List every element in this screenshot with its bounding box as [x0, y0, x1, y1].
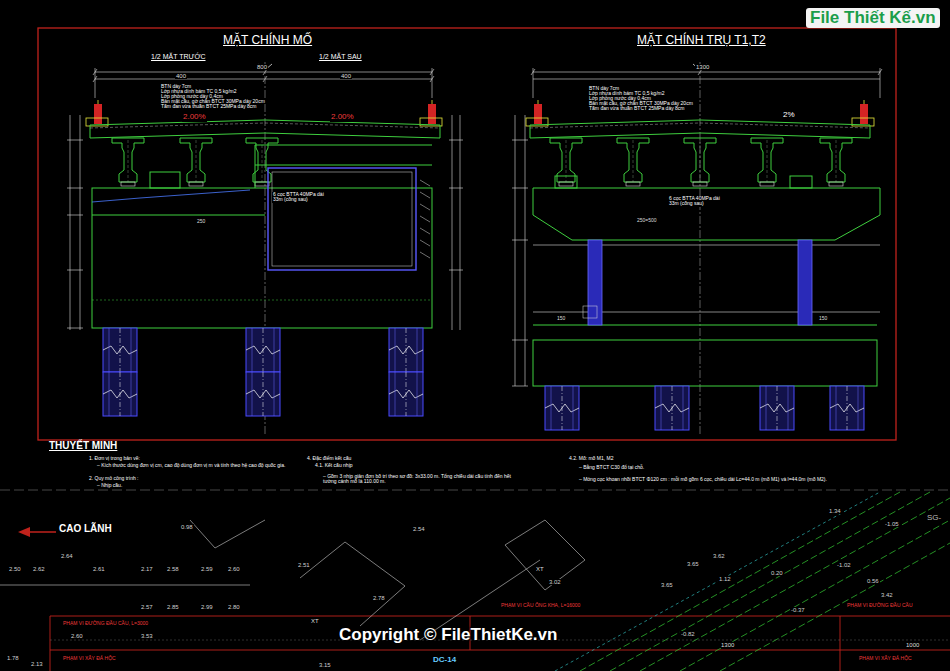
- dimension: 400: [340, 73, 352, 79]
- elevation: -0.37: [790, 607, 806, 613]
- note-text: – Gồm 3 nhịp giản đơn bố trí theo sơ đồ:…: [322, 474, 524, 485]
- elevation: 2.57: [140, 604, 154, 610]
- elevation: 2.80: [227, 604, 241, 610]
- note-text: – Móng cọc khoan nhồi BTCT Φ120 cm : mỗi…: [578, 477, 828, 482]
- map-tag: DC-14: [432, 656, 457, 665]
- note-text: 4.2. Mố: mố M1, M2: [568, 456, 614, 461]
- range-label: PHẠM VI ĐƯỜNG ĐẦU CẦU: [846, 603, 914, 608]
- elevation: 2.59: [200, 566, 214, 572]
- logo: File Thiết Kế.vn: [806, 8, 940, 28]
- layer-note: Tấm đan vừa thuần BTCT 25MPa dày 8cm: [588, 106, 686, 111]
- slope: 2.00%: [330, 113, 355, 122]
- dimension: 250=500: [636, 218, 658, 223]
- range-label: PHẠM VI XÂY ĐÁ HỘC: [62, 656, 117, 661]
- elevation: 2.78: [372, 595, 386, 601]
- elevation: 3.65: [686, 561, 700, 567]
- layer-note: Tấm đan vừa thuần BTCT 25MPa dày 8cm: [160, 104, 258, 109]
- dimension: 1300: [695, 64, 710, 70]
- elevation: 2.62: [32, 566, 46, 572]
- dimension: 800: [256, 64, 268, 70]
- range-label: PHẠM VI ĐƯỜNG ĐẦU CẦU, L=3000: [62, 621, 149, 626]
- elevation: 0.56: [866, 578, 880, 584]
- elevation: 2.51: [297, 562, 311, 568]
- map-tag: XT: [535, 566, 545, 572]
- elevation: 3.15: [318, 662, 332, 668]
- station: 1300: [720, 642, 735, 648]
- elevation: 3.02: [548, 579, 562, 585]
- elevation: 2.54: [412, 526, 426, 532]
- elevation: 3.62: [712, 553, 726, 559]
- note-text: 1. Đơn vị trong bản vẽ:: [88, 456, 141, 461]
- note-text: – Kích thước dùng đơn vị cm, cao độ dùng…: [96, 463, 293, 468]
- elevation: 2.61: [92, 566, 106, 572]
- view-title: MẶT CHÍNH MỐ: [222, 34, 313, 47]
- note-text: 4. Đặc điểm kết cấu: [306, 456, 352, 461]
- note-text: – Bằng BTCT C30 đổ tại chỗ.: [578, 465, 645, 470]
- elevation: -0.82: [680, 631, 696, 637]
- elevation: 0.98: [180, 524, 194, 530]
- dimension: 150: [556, 316, 566, 321]
- map-tag: XT: [310, 618, 320, 624]
- elevation: 2.60: [70, 633, 84, 639]
- elevation: 1.34: [828, 508, 842, 514]
- elevation: 2.99: [200, 604, 214, 610]
- place-name: CAO LÃNH: [58, 524, 113, 535]
- range-label: PHẠM VI CẦU ÔNG KHA, L=16000: [500, 603, 581, 608]
- elevation: -1.02: [836, 562, 852, 568]
- elevation: 1.12: [718, 576, 732, 582]
- elevation: 2.50: [8, 566, 22, 572]
- elevation: 2.85: [166, 604, 180, 610]
- elevation: 1.78: [6, 655, 20, 661]
- elevation: 2.58: [166, 566, 180, 572]
- elevation: -1.05: [884, 521, 900, 527]
- view-subtitle: 1/2 MẶT SAU: [318, 53, 363, 61]
- pile-note: 6 cọc BTTA 40MPa dài 33m (cống sau): [668, 196, 730, 207]
- elevation: 3.53: [140, 633, 154, 639]
- elevation: 2.17: [140, 566, 154, 572]
- pile-note: 6 cọc BTTA 40MPa dài 33m (cống sau): [272, 192, 334, 203]
- elevation: 3.42: [880, 592, 894, 598]
- view-subtitle: 1/2 MẶT TRƯỚC: [150, 53, 207, 61]
- slope: 2%: [782, 111, 796, 120]
- elevation: 2.60: [227, 566, 241, 572]
- elevation: 3.65: [660, 582, 674, 588]
- note-text: 4.1. Kết cấu nhịp: [314, 463, 354, 468]
- note-text: – Nhịp cầu.: [96, 483, 123, 488]
- slope: 2.00%: [182, 113, 207, 122]
- dimension: 250: [196, 219, 206, 224]
- dimension: 150: [818, 316, 828, 321]
- note-text: 2. Quy mô công trình :: [88, 476, 139, 481]
- watermark: Copyright © FileThietKe.vn: [338, 626, 558, 644]
- elevation: 2.64: [60, 553, 74, 559]
- dimension: 400: [175, 73, 187, 79]
- elevation: 2.13: [30, 661, 44, 667]
- notes-heading: THUYẾT MINH: [48, 441, 118, 452]
- map-tag: SG-: [926, 514, 942, 523]
- elevation: 0.20: [770, 570, 784, 576]
- view-title: MẶT CHÍNH TRỤ T1,T2: [636, 34, 767, 47]
- range-label: PHẠM VI XÂY ĐÁ HỘC: [858, 656, 913, 661]
- station: 1000: [905, 642, 920, 648]
